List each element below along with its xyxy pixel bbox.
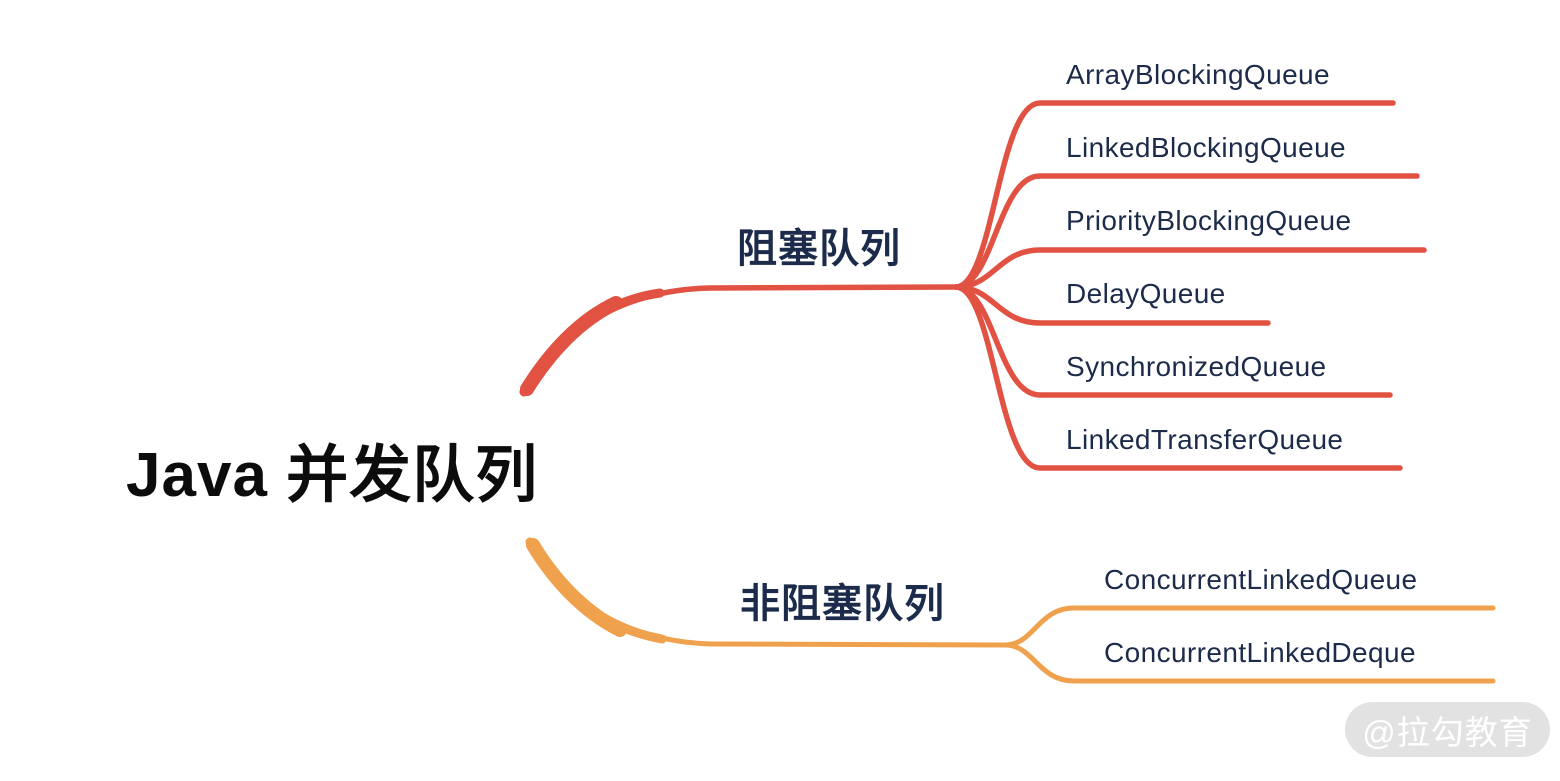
branch-line-blocking-trunk-thick — [520, 296, 623, 396]
branch-line-nonblocking-trunk-mid — [525, 537, 667, 644]
leaf-node-synchronizedqueue[interactable]: SynchronizedQueue — [1066, 351, 1327, 382]
branch-node-nonblocking-queue[interactable]: 非阻塞队列 — [740, 582, 945, 626]
branch-line-blocking-trunk-mid — [519, 288, 665, 397]
leaf-node-concurrentlinkedqueue[interactable]: ConcurrentLinkedQueue — [1104, 564, 1418, 595]
leaf-node-linkedblockingqueue[interactable]: LinkedBlockingQueue — [1066, 132, 1347, 163]
watermark-label: @拉勾教育 — [1362, 713, 1533, 751]
leaf-node-arrayblockingqueue[interactable]: ArrayBlockingQueue — [1066, 59, 1330, 90]
leaf-line-priorityblockingqueue — [953, 247, 1427, 290]
leaf-node-delayqueue[interactable]: DelayQueue — [1066, 278, 1226, 309]
root-node-label[interactable]: Java 并发队列 — [126, 441, 539, 510]
leaf-node-concurrentlinkeddeque[interactable]: ConcurrentLinkedDeque — [1104, 637, 1416, 668]
leaf-node-linkedtransferqueue[interactable]: LinkedTransferQueue — [1066, 424, 1344, 455]
leaf-node-priorityblockingqueue[interactable]: PriorityBlockingQueue — [1066, 205, 1352, 236]
leaf-line-concurrentlinkedqueue — [1002, 605, 1496, 648]
leaf-line-linkedblockingqueue — [953, 173, 1420, 290]
leaf-line-arrayblockingqueue — [953, 100, 1396, 290]
branch-node-blocking-queue[interactable]: 阻塞队列 — [737, 227, 901, 271]
watermark-badge: @拉勾教育 — [1345, 702, 1550, 757]
leaf-line-concurrentlinkeddeque — [1002, 642, 1496, 684]
leaf-line-linkedtransferqueue — [953, 284, 1403, 471]
branch-line-blocking-trunk — [521, 284, 959, 395]
branch-line-nonblocking-trunk-thick — [526, 538, 627, 637]
